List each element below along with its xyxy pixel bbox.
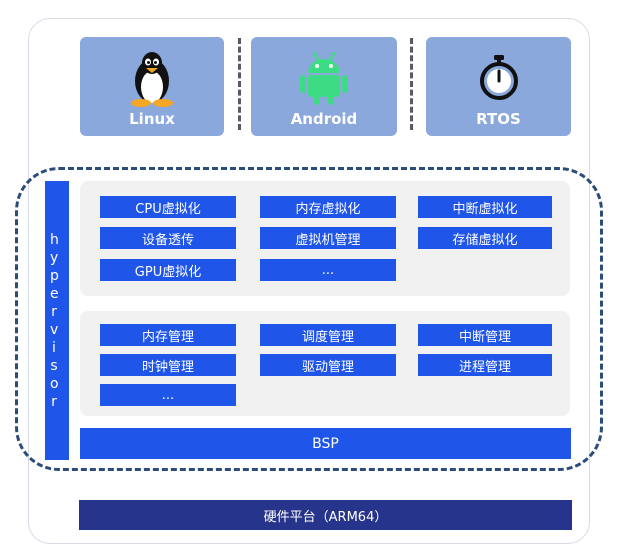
virtualization-chip: 中断虚拟化 [418, 196, 552, 218]
virtualization-chip: 内存虚拟化 [260, 196, 396, 218]
stopwatch-icon [479, 55, 518, 100]
virtualization-chip: 存储虚拟化 [418, 227, 552, 249]
os-label-linux: Linux [129, 110, 175, 128]
management-chip: 中断管理 [418, 324, 552, 346]
hypervisor-label: hypervisor [50, 231, 65, 410]
penguin-icon [131, 52, 173, 107]
bsp-bar: BSP [80, 428, 571, 459]
os-box-rtos: RTOS [426, 37, 571, 136]
management-chip: 进程管理 [418, 354, 552, 376]
virtualization-chip: 设备透传 [100, 227, 236, 249]
management-chip: 驱动管理 [260, 354, 396, 376]
hardware-platform-label: 硬件平台（ARM64） [263, 509, 388, 525]
management-chip: 内存管理 [100, 324, 236, 346]
hypervisor-bar: hypervisor [45, 181, 69, 460]
virtualization-chip-more: ... [260, 259, 396, 281]
bsp-label: BSP [312, 435, 339, 452]
management-chip-more: ... [100, 384, 236, 406]
os-separator [238, 38, 241, 130]
management-chip: 时钟管理 [100, 354, 236, 376]
os-box-linux: Linux [80, 37, 224, 136]
os-box-android: Android [251, 37, 397, 136]
hypervisor-boundary [15, 167, 603, 471]
os-separator [410, 38, 413, 130]
hardware-platform-bar: 硬件平台（ARM64） [79, 500, 572, 530]
os-label-rtos: RTOS [476, 110, 521, 128]
android-robot-icon [300, 51, 348, 105]
management-chip: 调度管理 [260, 324, 396, 346]
virtualization-chip: GPU虚拟化 [100, 259, 236, 281]
virtualization-chip: CPU虚拟化 [100, 196, 236, 218]
virtualization-chip: 虚拟机管理 [260, 227, 396, 249]
os-label-android: Android [290, 110, 358, 128]
